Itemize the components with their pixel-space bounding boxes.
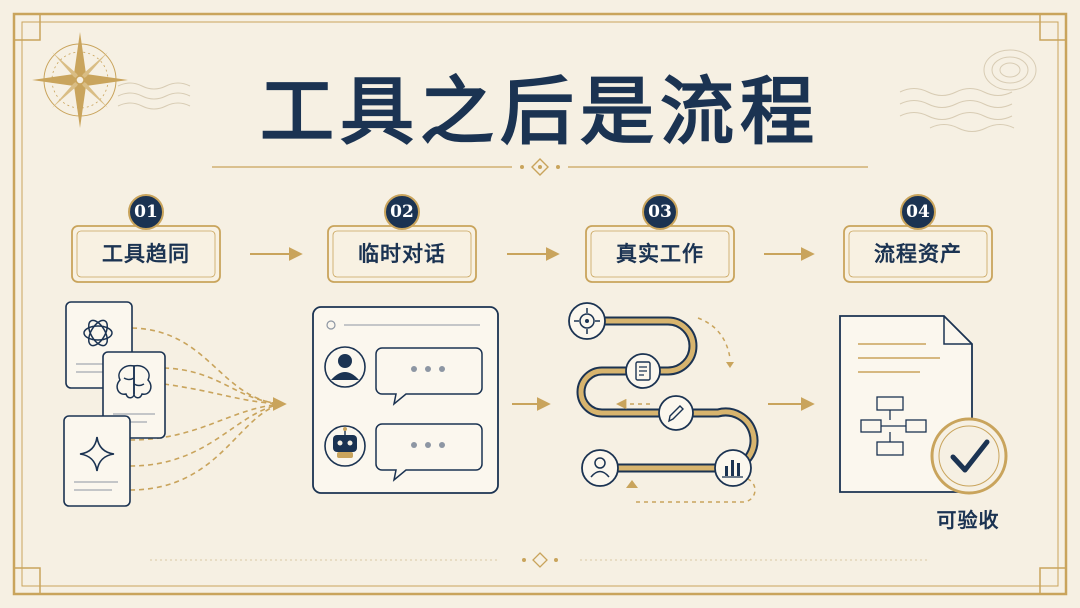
brain-icon: [116, 364, 152, 399]
page-title: 工具之后是流程: [260, 69, 820, 155]
title-divider: [212, 158, 868, 176]
process-asset-illustration: [839, 315, 1008, 495]
pencil-icon: [658, 395, 694, 431]
step-label-1: 工具趋同: [102, 241, 190, 266]
flowchart-icon: [860, 396, 927, 456]
bottom-divider: [150, 552, 930, 568]
robot-avatar-icon: [324, 425, 366, 467]
step-number-2: 02: [384, 194, 420, 230]
target-icon: [568, 302, 606, 340]
decorative-border: [12, 12, 1068, 596]
user-icon: [581, 449, 619, 487]
compass-rose-icon: [32, 32, 128, 128]
document-icon: [625, 353, 661, 389]
step-number-1: 01: [128, 194, 164, 230]
tool-cards-illustration: [63, 301, 287, 507]
workflow-path-illustration: [568, 302, 759, 503]
checkmark-badge: [930, 417, 1008, 495]
checkmark-icon: [950, 439, 990, 473]
sparkle-icon: [79, 436, 115, 472]
step-number-4: 04: [900, 194, 936, 230]
bar-chart-icon: [714, 449, 752, 487]
step-label-3: 真实工作: [616, 241, 704, 266]
step-label-2: 临时对话: [358, 241, 446, 266]
chat-window-illustration: [312, 306, 499, 494]
openai-logo-icon: [83, 319, 113, 347]
typing-dots-icon: [411, 366, 445, 372]
wave-lines-decoration-left: [117, 82, 191, 110]
step-label-frames: [71, 225, 993, 283]
step-label-4: 流程资产: [874, 241, 962, 266]
step-number-3: 03: [642, 194, 678, 230]
accept-label: 可验收: [936, 508, 1000, 532]
wave-lines-decoration-right: [899, 49, 1037, 132]
user-avatar-icon: [324, 346, 366, 388]
